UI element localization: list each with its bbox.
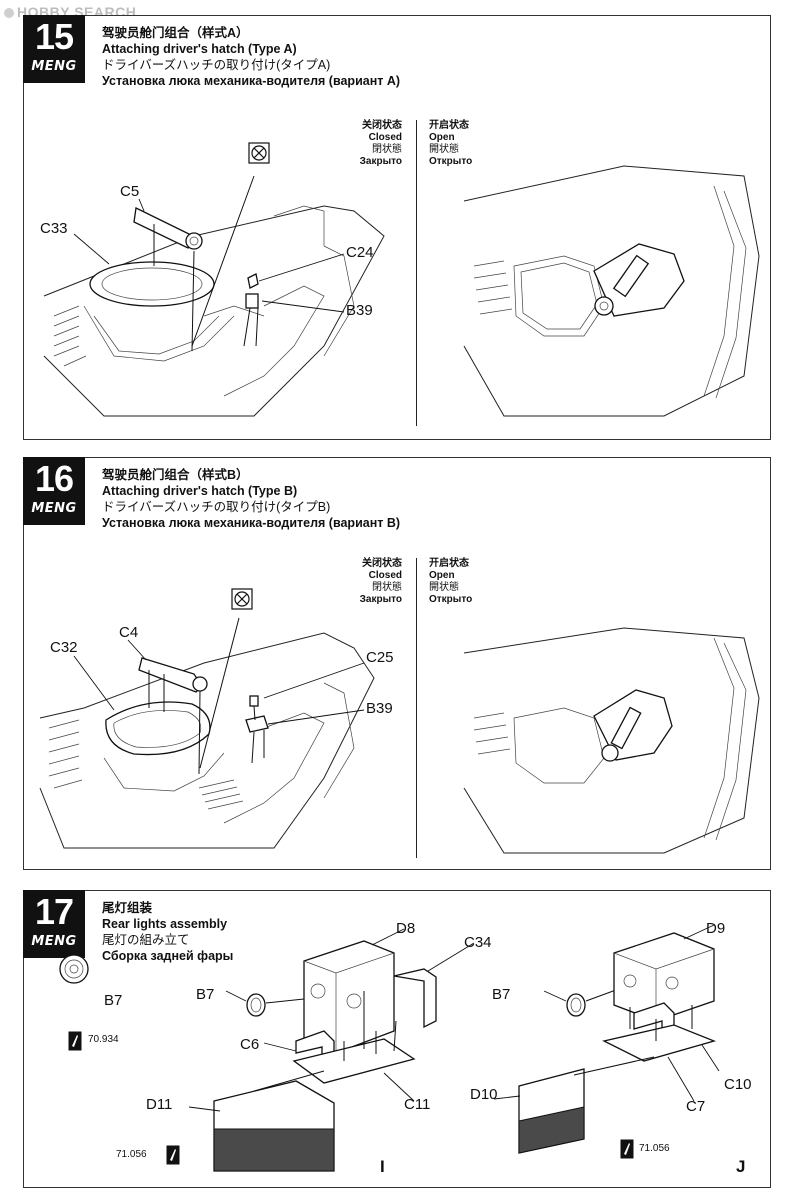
- brand-logo: MENG: [23, 934, 85, 950]
- title-jp: ドライバーズハッチの取り付け(タイプA): [102, 58, 331, 72]
- open-state-caption: 开启状态 Open 開状態 Открыто: [429, 558, 473, 605]
- state-divider: [416, 120, 417, 426]
- variant-i-marker: I: [380, 1157, 385, 1176]
- step-15-panel: 15 MENG 驾驶员舱门组合（样式A） Attaching driver's …: [23, 15, 771, 440]
- title-zh: 驾驶员舱门组合（样式B）: [102, 468, 249, 482]
- part-label: D8: [396, 920, 416, 937]
- step-titles: 驾驶员舱门组合（样式A） Attaching driver's hatch (T…: [102, 25, 400, 89]
- part-label: B7: [492, 986, 511, 1003]
- part-label: C7: [686, 1098, 706, 1115]
- rear-lights-assembly-diagram: [59, 924, 720, 1172]
- step-number: 16: [34, 458, 74, 499]
- state-divider: [416, 558, 417, 858]
- step-titles: 驾驶员舱门组合（样式B） Attaching driver's hatch (T…: [102, 467, 400, 531]
- do-not-glue-icon: [231, 588, 253, 610]
- variant-j-marker: J: [736, 1157, 746, 1176]
- part-label: B39: [346, 302, 373, 319]
- part-label: C5: [120, 183, 140, 200]
- part-label: C24: [346, 244, 374, 261]
- hatch-type-b-closed-diagram: [39, 617, 760, 854]
- title-en: Attaching driver's hatch (Type A): [102, 42, 297, 56]
- paint-brush-icon: [166, 1145, 180, 1165]
- part-label: C33: [40, 220, 68, 237]
- brand-logo: MENG: [23, 501, 85, 517]
- title-ru: Установка люка механика-водителя (вариан…: [102, 516, 401, 530]
- title-ru: Установка люка механика-водителя (вариан…: [102, 74, 401, 88]
- step-badge: 16 MENG: [23, 457, 85, 525]
- part-label: C4: [119, 624, 139, 641]
- step-17-panel: 17 MENG 尾灯组装 Rear lights assembly 尾灯の組み立…: [23, 890, 771, 1188]
- paint-brush-icon: [620, 1139, 634, 1159]
- paint-brush-icon: [68, 1031, 82, 1051]
- title-zh: 驾驶员舱门组合（样式A）: [102, 26, 249, 40]
- step-number: 17: [34, 891, 74, 932]
- title-jp: ドライバーズハッチの取り付け(タイプB): [102, 500, 331, 514]
- part-label: C32: [50, 639, 78, 656]
- part-label: C11: [404, 1096, 431, 1113]
- part-label: C10: [724, 1076, 752, 1093]
- title-jp: 尾灯の組み立て: [102, 933, 190, 947]
- part-label: D10: [470, 1086, 498, 1103]
- part-label: C6: [240, 1036, 260, 1053]
- closed-state-caption: 关闭状态 Closed 閉状態 Закрыто: [359, 558, 402, 605]
- paint-reference: 71.056: [639, 1143, 670, 1154]
- paint-reference: 70.934: [88, 1034, 119, 1045]
- part-label: B7: [196, 986, 215, 1003]
- watermark-logo-icon: [4, 8, 14, 18]
- paint-reference: 71.056: [116, 1149, 147, 1160]
- open-state-caption: 开启状态 Open 開状態 Открыто: [429, 120, 473, 167]
- part-label: B7: [104, 992, 123, 1009]
- title-en: Attaching driver's hatch (Type B): [102, 484, 298, 498]
- brand-logo: MENG: [23, 59, 85, 75]
- title-zh: 尾灯组装: [102, 901, 153, 915]
- step-badge: 15 MENG: [23, 15, 85, 83]
- part-label: C25: [366, 649, 394, 666]
- part-label: D9: [706, 920, 726, 937]
- closed-state-caption: 关闭状态 Closed 閉状態 Закрыто: [359, 120, 402, 167]
- title-ru: Сборка задней фары: [102, 949, 234, 963]
- step-number: 15: [34, 16, 74, 57]
- hatch-type-a-closed-diagram: [43, 165, 760, 417]
- part-label: D11: [146, 1096, 173, 1113]
- step-titles: 尾灯组装 Rear lights assembly 尾灯の組み立て Сборка…: [102, 900, 233, 964]
- step-16-panel: 16 MENG 驾驶员舱门组合（样式B） Attaching driver's …: [23, 457, 771, 870]
- do-not-glue-icon: [248, 142, 270, 164]
- part-label: B39: [366, 700, 393, 717]
- step-badge: 17 MENG: [23, 890, 85, 958]
- part-label: C34: [464, 934, 492, 951]
- title-en: Rear lights assembly: [102, 917, 228, 931]
